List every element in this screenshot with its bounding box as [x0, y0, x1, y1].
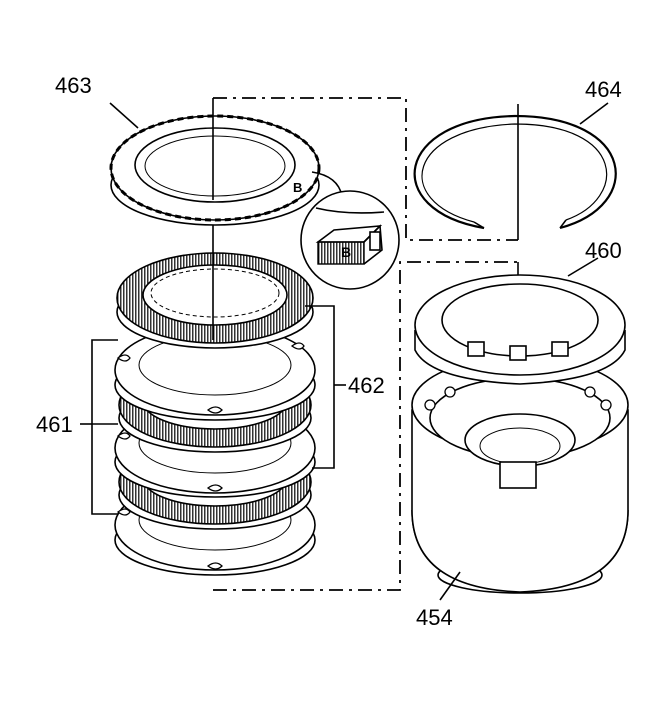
clutch-drum-454 [411, 356, 629, 594]
leader-lines [80, 102, 609, 601]
callout-462: 462 [348, 373, 385, 398]
backing-plate-463: B [109, 114, 347, 226]
detail-b-label: B [341, 244, 351, 260]
apply-plate-460 [414, 274, 626, 385]
callout-461: 461 [36, 412, 73, 437]
callout-463: 463 [55, 73, 92, 98]
callout-460: 460 [585, 238, 622, 263]
clutch-plate-stack [114, 252, 316, 576]
callout-464: 464 [585, 77, 622, 102]
snap-ring-464 [413, 114, 617, 230]
plate-mark-b: B [293, 180, 302, 195]
assembly-dashed-lines [213, 97, 518, 591]
callout-454: 454 [416, 605, 453, 630]
detail-b-view: B [300, 190, 400, 290]
